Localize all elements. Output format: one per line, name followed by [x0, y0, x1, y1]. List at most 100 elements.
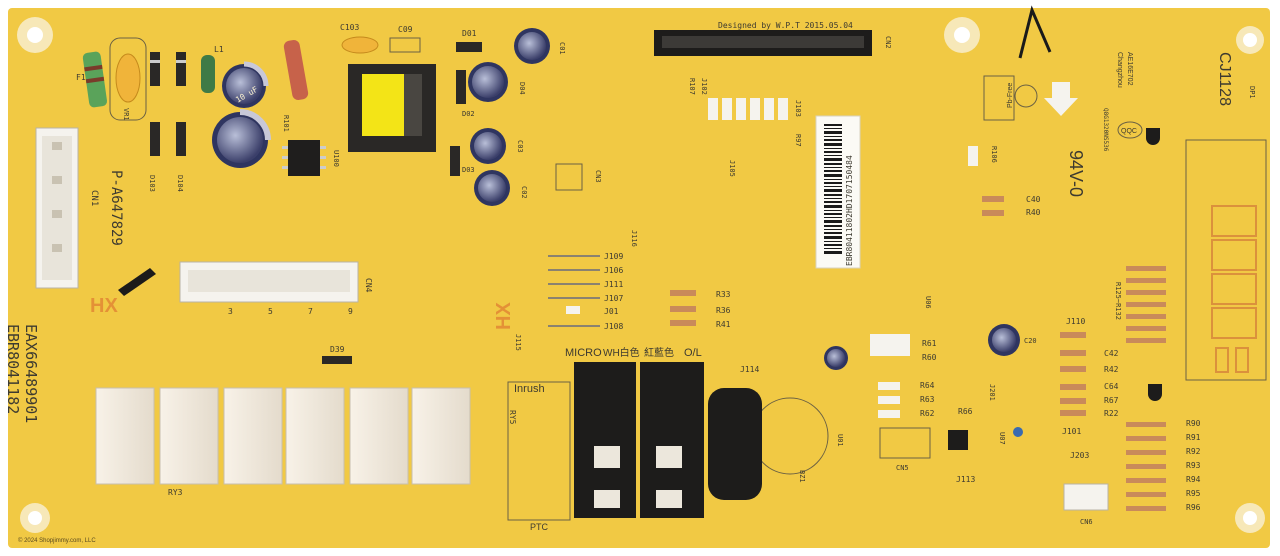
label-j102: J102: [700, 78, 708, 95]
label-j109: J109: [604, 252, 623, 261]
text-micro: MICRO: [565, 347, 602, 359]
diode-d02: [456, 70, 466, 104]
label-ry5: RY5: [508, 410, 517, 425]
label-d04: D04: [518, 82, 526, 95]
pin-3: 3: [228, 307, 233, 316]
label-u07: U07: [998, 432, 1006, 445]
capacitor-10uf: [222, 61, 269, 108]
buzzer-bz1: [708, 388, 829, 500]
text-maker-2: Changzhou: [1116, 52, 1123, 88]
diode-d03: [450, 146, 460, 176]
label-j110: J110: [1066, 317, 1085, 326]
text-cj-code: CJ1128: [1216, 52, 1233, 106]
label-r62: R62: [920, 409, 935, 418]
text-ol: O/L: [684, 347, 702, 359]
text-maker-1: AE16E702: [1126, 52, 1133, 86]
pin-7: 7: [308, 307, 313, 316]
label-c09: C09: [398, 25, 413, 34]
pbfree-box: [983, 75, 1015, 121]
label-r106: R106: [990, 146, 998, 163]
label-vr1: VR1: [122, 108, 130, 121]
diode-d39: [322, 356, 352, 364]
resistor-array-white: [708, 98, 788, 120]
label-r66: R66: [958, 407, 973, 416]
label-r94: R94: [1186, 475, 1201, 484]
label-r22: R22: [1104, 409, 1119, 418]
label-r90: R90: [1186, 419, 1201, 428]
label-r42: R42: [1104, 365, 1119, 374]
label-r96: R96: [1186, 503, 1201, 512]
varistor-vr1: [109, 37, 147, 121]
text-maker-code: QQC: [1121, 128, 1137, 135]
marker-scribble: [1018, 5, 1052, 59]
qqc-oval: [1117, 121, 1143, 139]
ic-u100: [282, 140, 326, 176]
text-ptc: PTC: [530, 522, 549, 532]
label-cn2: CN2: [884, 36, 892, 49]
label-ry3: RY3: [168, 488, 183, 497]
capacitor-c20: [988, 324, 1020, 356]
label-cn3: CN3: [594, 170, 602, 183]
label-j01: J01: [604, 307, 619, 316]
label-r95: R95: [1186, 489, 1201, 498]
label-j111: J111: [604, 280, 623, 289]
copyright-note: © 2024 Shopjimmy.com, LLC: [18, 538, 96, 544]
capacitor-c07: [824, 346, 848, 370]
text-rating: 94V-0: [1066, 150, 1086, 197]
label-j105: J105: [728, 160, 736, 177]
transistor-r66: [948, 430, 968, 450]
label-j114: J114: [740, 365, 759, 374]
label-r36: R36: [716, 306, 731, 315]
label-cn6: CN6: [1080, 518, 1093, 526]
transformer: [348, 64, 436, 152]
label-d103: D103: [148, 175, 156, 192]
relay-bank: [95, 387, 471, 485]
label-d02: D02: [462, 110, 475, 118]
diodes-bridge: [150, 52, 186, 156]
wire-stub: [118, 268, 156, 296]
pb-circle: [1014, 84, 1038, 108]
label-d01: D01: [462, 29, 477, 38]
label-c03: C03: [516, 140, 524, 153]
connector-cn5: [879, 427, 931, 459]
capacitor-c40: [982, 196, 1004, 202]
label-rdt-range: R125~R132: [1114, 282, 1122, 320]
label-d03: D03: [462, 166, 475, 174]
label-r61: R61: [922, 339, 937, 348]
text-serial-small: Q8G1320NS536: [1102, 108, 1109, 152]
label-j201: J201: [988, 384, 996, 401]
capacitor-c02: [474, 170, 510, 206]
label-c42: C42: [1104, 349, 1119, 358]
text-pb-free: Pb-Free: [1007, 83, 1014, 108]
label-c40: C40: [1026, 195, 1041, 204]
resistor-r6x: [878, 382, 900, 418]
label-r93: R93: [1186, 461, 1201, 470]
label-c20: C20: [1024, 337, 1037, 345]
label-r33: R33: [716, 290, 731, 299]
diode-d01: [456, 42, 482, 52]
label-u01: U01: [836, 434, 844, 447]
label-c103: C103: [340, 23, 359, 32]
terminal-blocks: [574, 362, 704, 518]
barcode-number: EBR80411802HD1707150484: [845, 155, 854, 266]
label-cn5: CN5: [896, 464, 909, 472]
resistor-r106: [968, 146, 978, 166]
text-wh-white: WH白色: [603, 346, 640, 359]
connector-cn6: [1063, 483, 1109, 511]
resistor-r101: [283, 40, 309, 100]
arrow-down-icon: [1044, 82, 1078, 116]
label-r41: R41: [716, 320, 731, 329]
label-r63: R63: [920, 395, 935, 404]
barcode-sticker: [815, 115, 861, 269]
label-u100: U100: [332, 150, 340, 167]
label-r91: R91: [1186, 433, 1201, 442]
resistor-r40: [982, 210, 1004, 216]
label-l1: L1: [214, 45, 224, 54]
capacitor-c09: [389, 37, 421, 53]
label-r97: R97: [794, 134, 802, 147]
capacitor-c01: [514, 28, 550, 64]
resistor-ladder-right: [1126, 266, 1166, 511]
label-r67: R67: [1104, 396, 1119, 405]
